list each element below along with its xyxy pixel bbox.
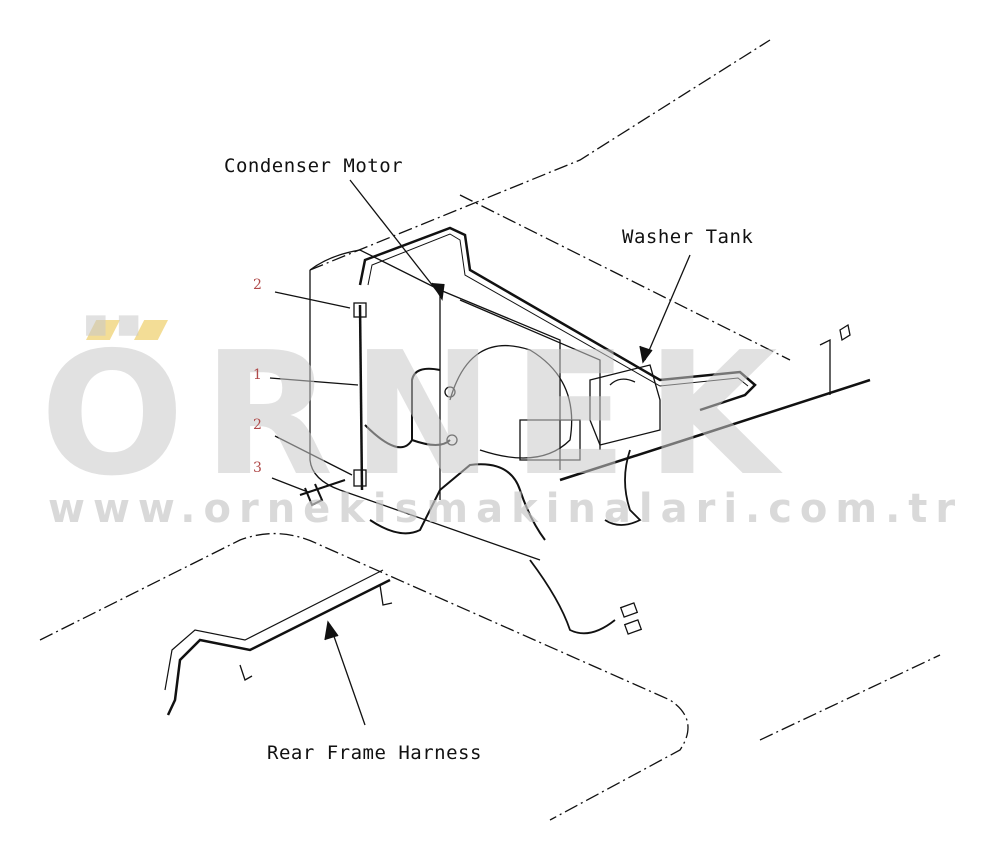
part-number-1: 1 — [253, 367, 262, 383]
label-washer-tank: Washer Tank — [622, 226, 754, 248]
leader-washer-tank — [644, 254, 691, 361]
harness-loop — [364, 367, 451, 449]
leader-num-3 — [271, 477, 309, 493]
condenser-box — [309, 249, 561, 561]
drain-fitting-a — [619, 602, 639, 618]
watermark-brand: ÖRNEK — [40, 316, 796, 514]
clamp-top — [353, 302, 367, 318]
watermark-accent-mark — [134, 320, 168, 340]
leader-rear-frame — [329, 624, 366, 726]
watermark-accent — [86, 320, 176, 340]
body-outline-right — [459, 194, 791, 361]
frame-outline-right — [759, 654, 941, 741]
rear-frame-harness-b — [164, 569, 384, 691]
condenser-fan — [519, 419, 581, 461]
rear-clamp — [239, 584, 393, 681]
part-number-2-bottom: 2 — [253, 417, 262, 433]
leader-num-2-bottom — [274, 435, 353, 476]
drain-fitting-b — [623, 619, 643, 635]
top-pipe-inner — [367, 233, 749, 387]
part-number-2-top: 2 — [253, 277, 262, 293]
side-hose — [604, 449, 642, 526]
rear-frame-harness — [166, 578, 391, 716]
part-number-3: 3 — [253, 460, 262, 476]
watermark-url: www.ornekismakinalari.com.tr — [48, 486, 964, 532]
right-bracket — [819, 323, 851, 395]
body-outline-top — [309, 39, 771, 271]
frame-outline — [39, 532, 689, 821]
drain-hose — [529, 559, 616, 635]
arrow-rear-frame — [324, 620, 339, 641]
watermark-accent-mark — [86, 320, 120, 340]
label-condenser-motor: Condenser Motor — [224, 155, 404, 177]
leader-condenser-motor — [349, 179, 441, 296]
connector-a — [444, 386, 456, 398]
arrow-washer-tank — [639, 345, 653, 364]
harness-vertical — [358, 304, 364, 491]
arrow-condenser-motor — [431, 282, 445, 301]
label-rear-frame-harness: Rear Frame Harness — [267, 742, 482, 764]
lower-hose — [369, 463, 546, 541]
leader-num-2-top — [274, 291, 351, 309]
washer-tank — [589, 364, 661, 446]
condenser-inner — [449, 299, 601, 459]
connector-b — [446, 434, 458, 446]
top-pipe — [358, 226, 757, 412]
clamp-bottom — [353, 469, 367, 487]
leader-num-1 — [269, 377, 359, 386]
right-harness — [559, 378, 871, 482]
